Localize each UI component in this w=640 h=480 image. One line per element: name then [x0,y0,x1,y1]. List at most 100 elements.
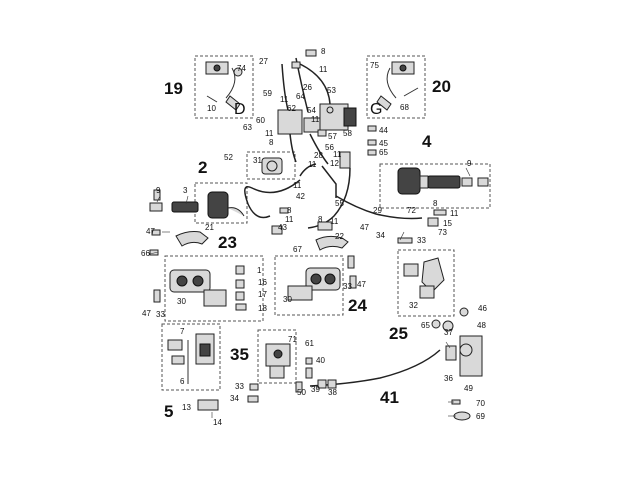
throttle-assembly-4 [397,167,489,195]
group-label-4: 4 [422,132,432,151]
part-label: 18 [258,304,267,313]
part-label: 11 [330,217,339,226]
part-label: 47 [142,309,151,318]
part-label: 11 [450,209,459,218]
part-label: 40 [316,356,325,365]
part-label: 68 [400,103,409,112]
part-label: 42 [296,192,305,201]
part-label: 8 [287,206,292,215]
group-label-24: 24 [348,296,367,315]
part-numbers: 8 27 11 26 53 64 59 11 62 54 11 60 63 11… [141,47,487,427]
part-label: 47 [357,280,366,289]
group-label-5: 5 [164,402,173,421]
part-label: 61 [305,339,314,348]
group-label-20: 20 [432,77,451,96]
front-caliper-23 [169,265,247,311]
modulator-35 [265,343,291,379]
rear-sensor-49 [445,335,483,377]
part-label: 60 [256,116,265,125]
part-label: 30 [177,297,186,306]
part-label: 37 [444,328,453,337]
group-label-19: 19 [164,79,183,98]
part-label: 30 [283,295,292,304]
part-label: 65 [379,148,388,157]
side-letter-g: G [370,101,382,118]
part-label: 74 [237,64,246,73]
box-24 [274,255,344,316]
part-label: 11 [265,129,274,138]
part-label: 11 [293,181,302,190]
part-label: 11 [333,150,342,159]
part-label: 47 [360,223,369,232]
brake-hoses [244,163,423,229]
part-label: 16 [258,278,267,287]
part-label: 39 [311,385,320,394]
box-52-caliper [246,151,296,180]
side-letter-d: D [234,101,246,118]
part-label: 8 [318,215,323,224]
group-label-2: 2 [198,158,207,177]
part-label: 38 [328,388,337,397]
part-label: 33 [235,382,244,391]
part-label: 11 [311,115,320,124]
part-label: 75 [370,61,379,70]
brake-lever-20 [376,61,419,111]
part-label: 46 [478,304,487,313]
part-label: 64 [296,92,305,101]
part-label: 8 [269,138,274,147]
part-label: 47 [146,227,155,236]
part-label: 12 [330,159,339,168]
part-label: 71 [288,335,297,344]
part-label: 53 [327,86,336,95]
group-label-25: 25 [389,324,408,343]
front-caliper-24 [287,267,341,301]
box-25 [397,249,455,317]
part-label: 29 [373,206,382,215]
part-label: 14 [213,418,222,427]
box-5 [161,323,221,391]
part-label: 65 [421,321,430,330]
part-label: 72 [407,206,416,215]
box-35 [257,329,297,384]
part-label: 11 [308,160,317,169]
part-label: 9 [467,159,472,168]
part-label: 27 [259,57,268,66]
group-label-23: 23 [218,233,237,252]
abs-unit [277,57,357,165]
part-label: 69 [476,412,485,421]
part-label: 21 [205,223,214,232]
part-label: 33 [343,282,352,291]
part-label: 8 [433,199,438,208]
part-label: 26 [303,83,312,92]
part-label: 70 [476,399,485,408]
part-label: 34 [230,394,239,403]
part-label: 52 [224,153,233,162]
part-label: 55 [335,199,344,208]
part-label: 63 [243,123,252,132]
part-label: 50 [297,388,306,397]
part-label: 7 [180,327,185,336]
part-label: 17 [258,290,267,299]
group-label-41: 41 [380,388,399,407]
part-label: 54 [307,106,316,115]
box-23 [164,255,264,322]
master-cylinder-5 [167,333,215,384]
part-label: 66 [141,249,150,258]
part-label: 8 [321,47,326,56]
box-4 [379,163,491,209]
part-label: 36 [444,374,453,383]
part-label: 48 [477,321,486,330]
left-switch-assembly-2 [149,191,245,219]
part-label: 33 [156,310,165,319]
part-label: 67 [293,245,302,254]
part-label: 44 [379,126,388,135]
part-label: 32 [409,301,418,310]
bracket-22 [315,235,349,251]
switch-12 [339,151,351,169]
caliper-31 [261,157,283,175]
hardware [149,49,471,421]
part-label: 11 [319,65,328,74]
part-label: 11 [285,215,294,224]
part-label: 34 [376,231,385,240]
